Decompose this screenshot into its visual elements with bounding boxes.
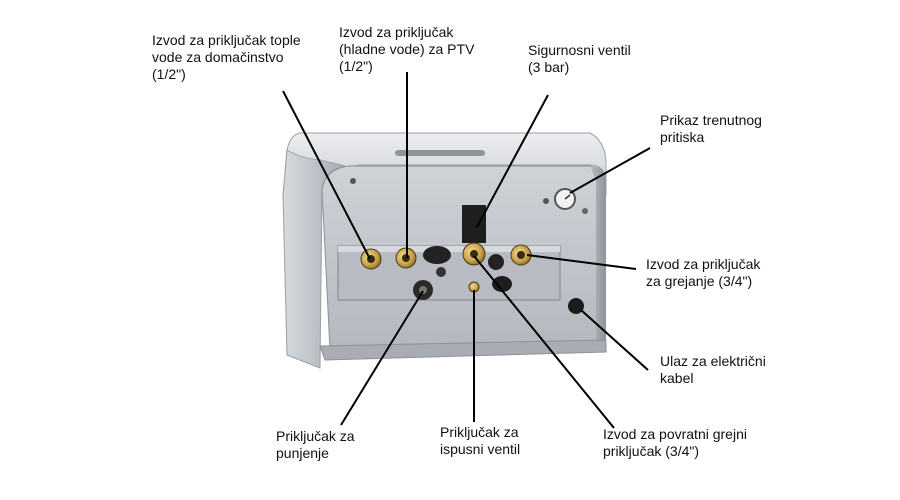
label-safety-valve: Sigurnosni ventil (3 bar) [528,42,631,75]
leader-hot-water [282,90,371,260]
label-filling: Priključak za punjenje [276,428,355,461]
power-cable-entry [568,298,584,314]
casing-top [282,132,607,197]
gas-connection [423,246,451,264]
label-hot-water: Izvod za priključak tople vode za domači… [152,32,301,82]
leader-filling [340,290,424,426]
label-cold-water: Izvod za priključak (hladne vode) za PTV… [339,24,475,74]
return-plug [488,254,504,270]
label-heating-outlet: Izvod za priključak za grejanje (3/4") [646,256,761,289]
leader-safety-valve [476,94,549,228]
casing-right-edge [590,166,606,348]
label-pressure-display: Prikaz trenutnog pritiska [660,112,762,145]
label-drain-valve: Priključak za ispusni ventil [440,424,521,457]
label-return-heating: Izvod za povratni grejni priključak (3/4… [603,426,747,459]
label-power-cable: Ulaz za električni kabel [660,353,766,386]
leader-heating [526,254,637,270]
safety-valve-body [462,205,486,243]
leader-pressure-display [569,147,651,194]
leader-power-cable [580,309,649,371]
casing-bottom [319,339,607,361]
leader-return-heating [473,255,615,429]
leader-lines [282,72,651,429]
boiler-casing [282,132,607,369]
top-handle-slot [395,150,485,156]
